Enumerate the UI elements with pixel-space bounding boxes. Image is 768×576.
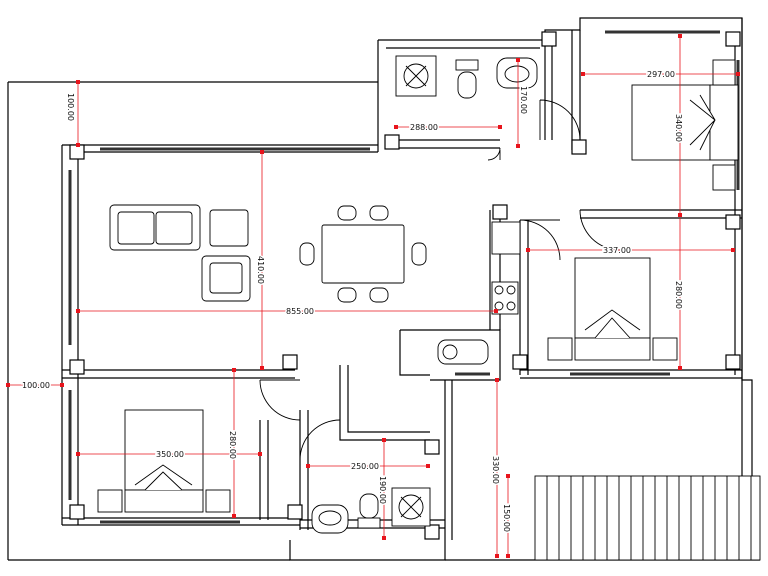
column-posts	[69, 31, 741, 540]
dim-bedroom-sw-width: 350.00	[156, 450, 184, 459]
dimension-lines	[6, 34, 740, 558]
dim-bedroom-sw-depth: 280.00	[228, 431, 237, 459]
washbasin-top	[496, 57, 538, 89]
dining-table	[299, 205, 427, 303]
toilet-top	[455, 59, 479, 99]
dim-stair-hall-depth: 330.00	[491, 456, 500, 484]
dim-bedroom-e-width: 337.00	[603, 246, 631, 255]
dim-porch-depth: 100.00	[66, 93, 75, 121]
dim-bath-top-depth: 170.00	[519, 86, 528, 114]
dim-bath-top-width: 288.00	[410, 123, 438, 132]
bed-northeast	[631, 59, 739, 191]
furniture	[97, 55, 761, 561]
dim-living-height: 410.00	[256, 256, 265, 284]
dim-bath-bottom-depth: 190.00	[378, 476, 387, 504]
washbasin-bottom	[311, 504, 349, 534]
bed-east	[547, 257, 678, 361]
dim-bedroom-ne-width: 297.00	[647, 70, 675, 79]
toilet-bottom	[357, 493, 381, 529]
dim-stair-depth: 150.00	[502, 504, 511, 532]
shower-bottom	[391, 487, 431, 527]
dim-bedroom-ne-depth: 340.00	[674, 114, 683, 142]
dim-bedroom-e-depth: 280.00	[674, 281, 683, 309]
dim-bath-bottom-width: 250.00	[351, 462, 379, 471]
dim-living-width: 855.00	[286, 307, 314, 316]
shower-top	[395, 55, 437, 97]
dim-side-margin: 100.00	[22, 381, 50, 390]
dimension-labels: 288.00 170.00 297.00 340.00 100.00 410.0…	[21, 69, 685, 534]
kitchen-sink	[437, 339, 489, 365]
fridge	[491, 221, 521, 255]
armchair	[201, 255, 251, 302]
stove	[491, 281, 519, 315]
sofa	[109, 204, 249, 251]
staircase	[534, 475, 761, 561]
doors	[259, 99, 621, 461]
bed-southwest	[97, 409, 231, 513]
